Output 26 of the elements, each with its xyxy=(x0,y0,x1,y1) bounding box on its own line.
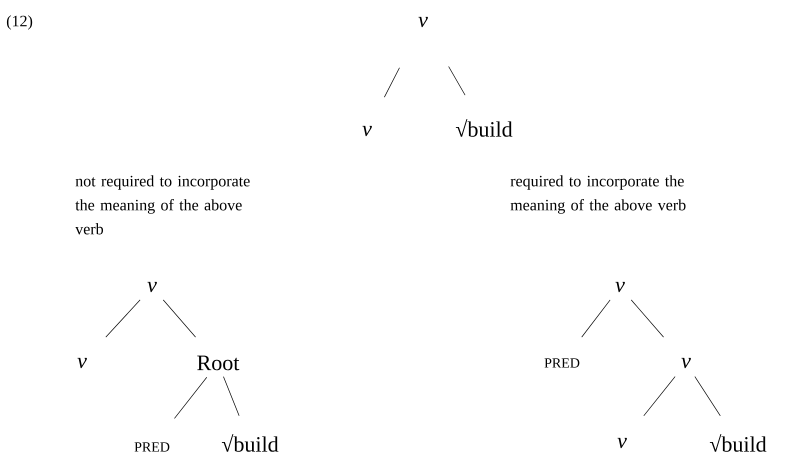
branch-line xyxy=(105,300,140,338)
tree-label: v xyxy=(681,358,691,368)
branch-line xyxy=(630,300,664,338)
tree-label: √build xyxy=(222,434,278,452)
tree-label: v xyxy=(77,358,87,368)
tree-label: v xyxy=(362,126,372,136)
branch-line xyxy=(223,376,240,416)
branch-line xyxy=(448,66,466,96)
branch-line xyxy=(162,300,196,338)
tree-label: PRED xyxy=(134,442,170,452)
tree-label: v xyxy=(615,282,625,292)
tree-label: v xyxy=(418,16,428,28)
tree-label: Root xyxy=(197,356,240,370)
branch-line xyxy=(174,376,208,419)
branch-line xyxy=(694,376,721,416)
tree-label: v xyxy=(617,438,627,448)
branch-line xyxy=(643,376,676,416)
branch-line xyxy=(581,300,610,338)
branch-line xyxy=(384,67,400,98)
tree-label: √build xyxy=(456,119,512,137)
note-text: (12) xyxy=(6,15,32,30)
tree-label: v xyxy=(147,282,157,292)
tree-label: PRED xyxy=(544,358,580,368)
tree-label: √build xyxy=(710,434,766,452)
note-text: required to incorporate the meaning of the above verb xyxy=(510,175,686,214)
note-text: not required to incorporate the meaning of the above verb xyxy=(75,175,250,234)
